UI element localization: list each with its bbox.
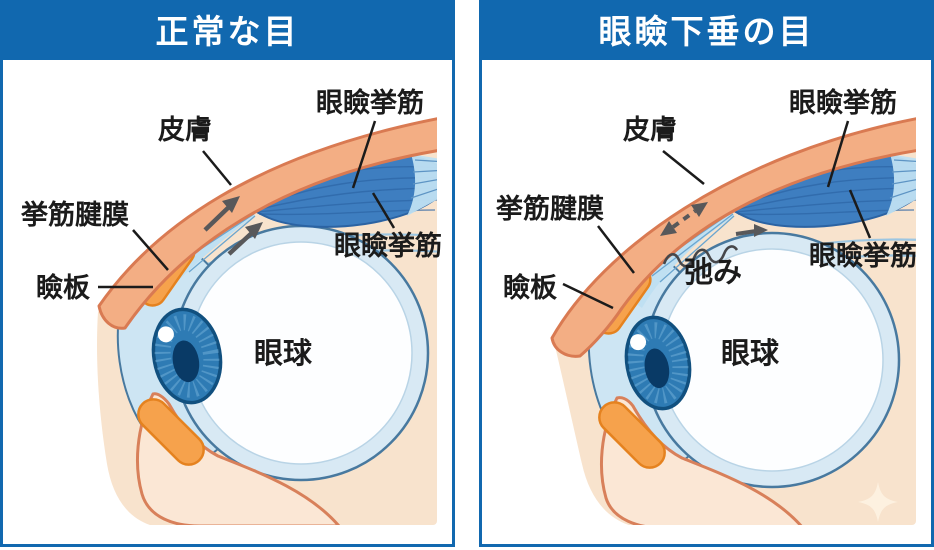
label-aponeurosis: 挙筋腱膜 [495, 193, 604, 224]
label-skin: 皮膚 [623, 115, 677, 145]
panel-body-ptosis: 皮膚 眼瞼挙筋 挙筋腱膜 瞼板 眼瞼挙筋 弛み 眼球 [479, 57, 934, 547]
muscle-tendon-fan [886, 154, 916, 216]
label-aponeurosis: 挙筋腱膜 [20, 199, 129, 230]
panel-body-normal: 皮膚 眼瞼挙筋 挙筋腱膜 瞼板 眼瞼挙筋 眼球 [0, 57, 455, 547]
sparkle-icon [858, 482, 898, 522]
label-skin: 皮膚 [158, 115, 212, 145]
illustration-normal-eye: 皮膚 眼瞼挙筋 挙筋腱膜 瞼板 眼瞼挙筋 眼球 [20, 87, 442, 525]
tarsus-lower-shape [598, 401, 666, 469]
skin-shape [550, 116, 916, 358]
slack-arrow [735, 224, 768, 237]
iris-shape [624, 315, 692, 411]
label-slack: 弛み [684, 256, 742, 289]
leader-levator-bottom [848, 189, 872, 239]
leader-lines-normal [98, 120, 396, 289]
skin-shape [97, 116, 437, 330]
label-levator-top: 眼瞼挙筋 [316, 87, 424, 118]
panel-title-normal: 正常な目 [0, 0, 455, 57]
leader-tarsus [562, 282, 614, 310]
illustration-ptosis-eye: 皮膚 眼瞼挙筋 挙筋腱膜 瞼板 眼瞼挙筋 弛み 眼球 [495, 87, 917, 525]
lower-lid-skin [599, 396, 805, 525]
panel-title-ptosis: 眼瞼下垂の目 [479, 0, 934, 57]
leader-aponeurosis [132, 229, 169, 271]
lower-lid-skin [135, 392, 341, 525]
levator-muscle-shape [249, 150, 437, 228]
leader-levator-top [351, 120, 377, 189]
label-tarsus: 瞼板 [503, 272, 557, 303]
leader-levator-top [826, 120, 850, 188]
slack-wavy-line [662, 245, 739, 268]
anatomy-art-ptosis [550, 116, 916, 525]
label-levator-bottom: 眼瞼挙筋 [809, 240, 917, 271]
eye-highlight [630, 334, 647, 351]
panel-ptosis-eye: 眼瞼下垂の目 [479, 0, 934, 547]
panel-normal-eye: 正常な目 [0, 0, 455, 547]
eye-highlight [157, 326, 174, 343]
pull-arrows [203, 196, 263, 256]
stretch-arrow [660, 202, 708, 236]
pupil-shape [644, 348, 670, 389]
leader-lines-ptosis [562, 120, 872, 310]
label-tarsus: 瞼板 [36, 272, 90, 303]
iris-shape [151, 307, 223, 405]
label-eyeball: 眼球 [254, 337, 313, 370]
label-eyeball: 眼球 [721, 337, 780, 370]
leader-skin [202, 150, 232, 186]
tarsus-lower-shape [137, 398, 205, 466]
leader-levator-bottom [371, 192, 396, 229]
muscle-tendon-fan [407, 154, 437, 216]
anatomy-art-normal [97, 116, 437, 525]
leader-aponeurosis [597, 225, 635, 274]
label-levator-top: 眼瞼挙筋 [789, 87, 897, 118]
label-levator-bottom: 眼瞼挙筋 [334, 230, 442, 261]
pupil-shape [172, 340, 200, 383]
leader-skin [662, 150, 705, 185]
